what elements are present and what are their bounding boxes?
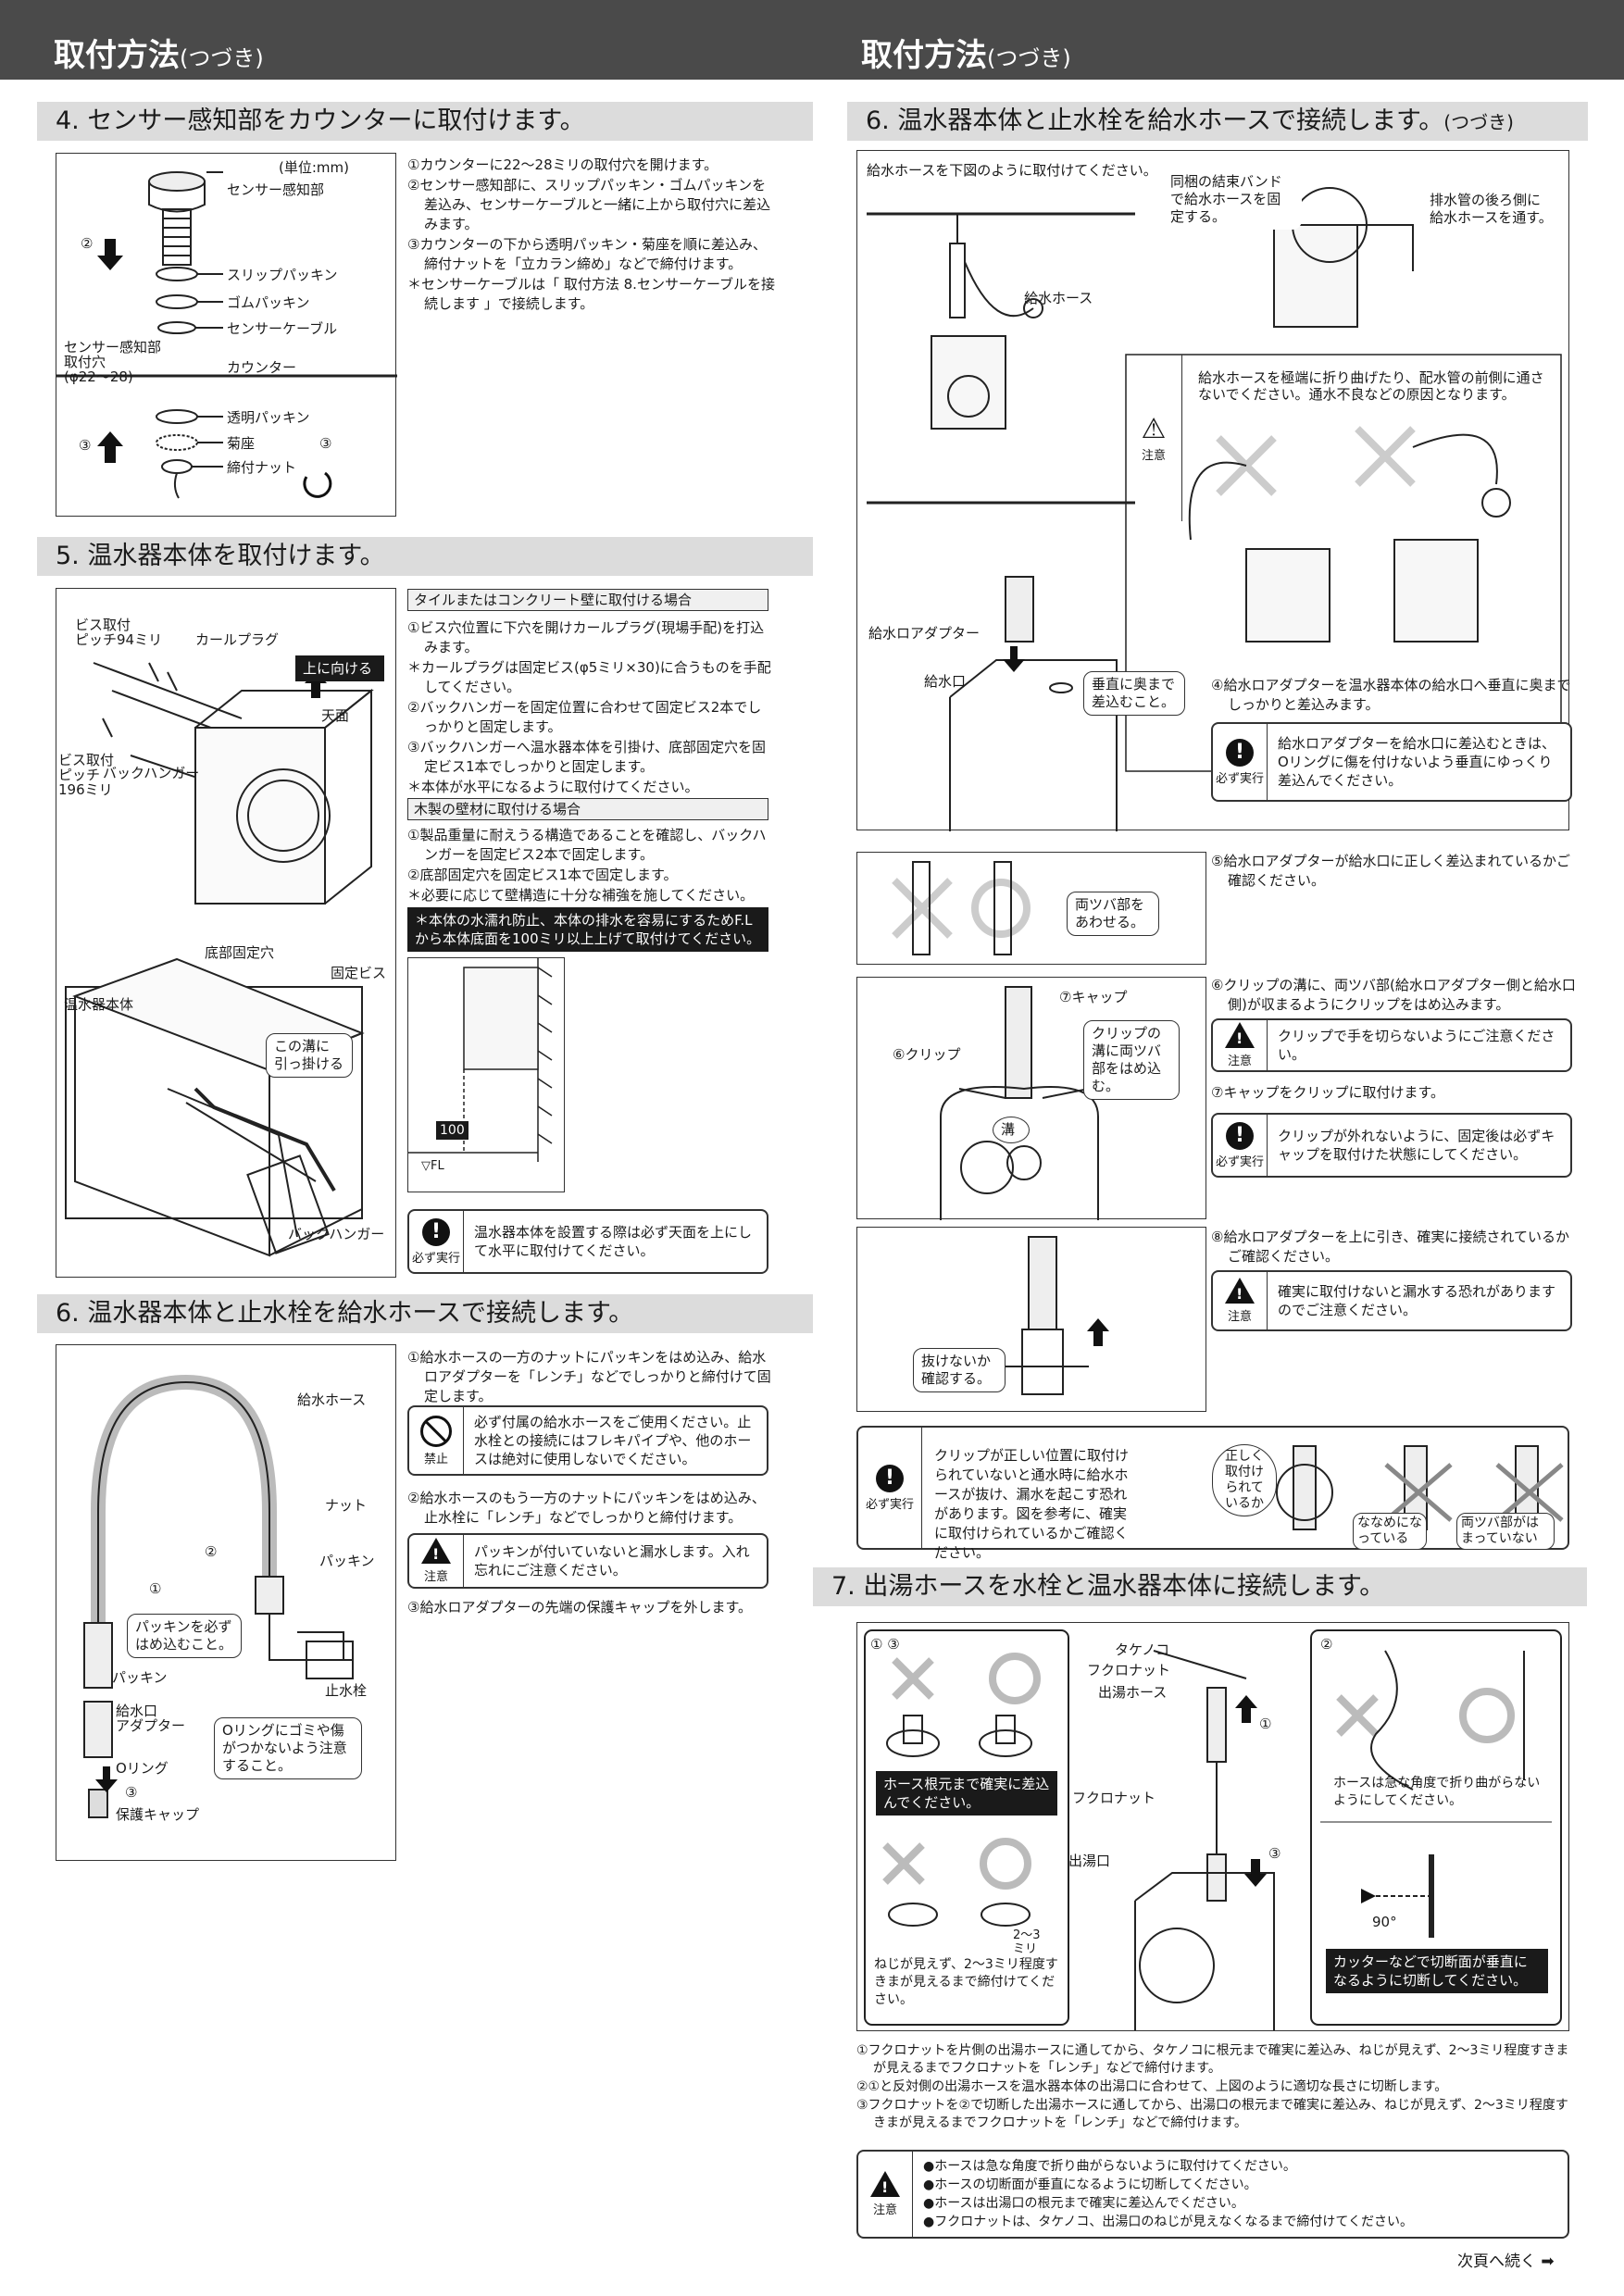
oring-callout: Oリングにゴミや傷がつかないよう注意すること。 — [214, 1717, 362, 1779]
hose-step-3: ③給水ロアダプターの先端の保護キャップを外します。 — [407, 1599, 752, 1616]
groove-mark: 溝 — [993, 1117, 1030, 1143]
section-6-continued-title: 6. 温水器本体と止水栓を給水ホースで接続します。(つづき) — [847, 102, 1588, 141]
must-level-note: !必ず実行 温水器本体を設置する際は必ず天面を上にして水平に取付けてください。 — [407, 1209, 768, 1274]
gap-note: ねじが見えず、2〜3ミリ程度すきまが見えるまで締付けてください。 — [874, 1957, 1058, 2007]
groove-callout: この溝に引っ掛ける — [266, 1033, 353, 1078]
ng-flange-label: 両ツバ部がはまっていない — [1456, 1513, 1555, 1550]
ok-bubble: 正しく取付けられているか — [1212, 1444, 1277, 1516]
clip-step-6: ⑥クリップの溝に、両ツバ部(給水ロアダプター側と給水口側)が収まるようにクリップ… — [1211, 977, 1576, 1013]
leak-caution-note: 注意 確実に取付けないと漏水する恐れがありますのでご注意ください。 — [1211, 1270, 1572, 1331]
hose-routing-figure: 給水ホースを下図のように取付けてください。 給水ホース 同梱の結束バンドで給水ホ… — [856, 150, 1569, 831]
must-oring-note: !必ず実行 給水ロアダプターを給水口に差込むときは、Oリングに傷を付けないよう垂… — [1211, 722, 1572, 802]
clip-position-must-note: !必ず実行 クリップが正しい位置に取付けられていないと通水時に給水ホースが抜け、… — [856, 1426, 1569, 1561]
section-6-title: 6. 温水器本体と止水栓を給水ホースで接続します。 — [37, 1294, 813, 1333]
left-page-title: 取付方法(つづき) — [54, 37, 264, 74]
bend-note: ホースは急な角度で折り曲がらないようにしてください。 — [1333, 1776, 1541, 1808]
tile-wall-steps: ①ビス穴位置に下穴を開けカールプラグ(現場手配)を打込みます。 ＊カールプラグは… — [407, 619, 771, 795]
ban-note: 禁止 必ず付属の給水ホースをご使用ください。止水栓との接続にはフレキパイプや、他… — [407, 1405, 768, 1476]
hose-routing-drawing — [867, 187, 1562, 831]
packing-required-callout: パッキンを必ずはめ込むこと。 — [127, 1614, 242, 1658]
tile-wall-header: タイルまたはコンクリート壁に取付ける場合 — [407, 589, 768, 611]
cut-note: カッターなどで切断面が垂直になるように切断してください。 — [1326, 1949, 1548, 1993]
packing-caution-note: 注意 パッキンが付いていないと漏水します。入れ忘れにご注意ください。 — [407, 1533, 768, 1589]
wood-wall-header: 木製の壁材に取付ける場合 — [407, 798, 768, 820]
pull-check-callout: 抜けないか確認する。 — [913, 1348, 1006, 1392]
adapter-step-4: ④給水ロアダプターを温水器本体の給水口へ垂直に奥までしっかりと差込みます。 — [1211, 677, 1571, 713]
next-page-indicator: 次頁へ続く ➡ — [1457, 2252, 1555, 2271]
hose-step-1: ①給水ホースの一方のナットにパッキンをはめ込み、給水ロアダプターを「レンチ」など… — [407, 1349, 771, 1404]
drain-note: 排水管の後ろ側に給水ホースを通す。 — [1422, 188, 1561, 231]
section-5-title: 5. 温水器本体を取付けます。 — [37, 537, 813, 576]
section-7-steps: ①フクロナットを片側の出湯ホースに通してから、タケノコに根元まで確実に差込み、ね… — [856, 2043, 1569, 2130]
up-direction-tag: 上に向ける — [295, 655, 384, 681]
supply-hose-drawing — [83, 1374, 354, 1818]
clip-groove-callout: クリップの溝に両ツバ部をはめ込む。 — [1083, 1020, 1180, 1100]
flange-callout: 両ツバ部をあわせる。 — [1067, 892, 1159, 936]
floor-clearance-note: ＊本体の水濡れ防止、本体の排水を容易にするためF.Lから本体底面を100ミリ以上… — [407, 907, 768, 952]
section-4-title: 4. センサー感知部をカウンターに取付けます。 — [37, 102, 813, 141]
section-4-steps: ①カウンターに22〜28ミリの取付穴を開けます。 ②センサー感知部に、スリップパ… — [407, 156, 776, 312]
pull-step-8: ⑧給水ロアダプターを上に引き、確実に接続されているかご確認ください。 — [1211, 1229, 1569, 1265]
clip-drawing — [940, 986, 1099, 1220]
heater-mount-drawing — [65, 662, 374, 1257]
vertical-insert-callout: 垂直に奥まで差込むこと。 — [1083, 671, 1185, 716]
heater-mount-figure: ビス取付 ピッチ94ミリ カールプラグ 上に向ける 天面 ビス取付 ピッチ 19… — [56, 588, 396, 1278]
flange-figure: 両ツバ部をあわせる。 — [856, 852, 1206, 965]
ng-diagonal-label: ななめになっている — [1353, 1513, 1427, 1550]
section-7-title: 7. 出湯ホースを水栓と温水器本体に接続します。 — [813, 1567, 1587, 1606]
section-7-caution-note: 注意 ●ホースは急な角度で折り曲がらないように取付けてください。 ●ホースの切断… — [856, 2150, 1569, 2239]
floor-clearance-figure: 100 ▽FL — [407, 957, 565, 1192]
clip-caution-note: 注意 クリップで手を切らないようにご注意ください。 — [1211, 1018, 1572, 1072]
right-page-title: 取付方法(つづき) — [861, 37, 1071, 74]
must-cap-note: !必ず実行 クリップが外れないように、固定後は必ずキャップを取付けた状態にしてく… — [1211, 1113, 1572, 1178]
supply-hose-figure: 給水ホース ナット ② パッキン ① パッキンを必ずはめ込むこと。 パッキン 止… — [56, 1344, 396, 1861]
pull-check-drawing — [996, 1236, 1109, 1395]
outlet-hose-figure: ① ③ ホース根元まで確実に差込んでください。 2〜3ミリ ねじが見えず、2〜3… — [856, 1622, 1569, 2031]
adapter-step-5: ⑤給水ロアダプターが給水口に正しく差込まれているかご確認ください。 — [1211, 853, 1570, 889]
wood-wall-steps: ①製品重量に耐えうる構造であることを確認し、バックハンガーを固定ビス2本で固定し… — [407, 827, 767, 904]
routing-caution-icon: ⚠注意 — [1126, 355, 1182, 521]
sensor-drawing — [56, 171, 397, 499]
hose-step-2: ②給水ホースのもう一方のナットにパッキンをはめ込み、止水栓に「レンチ」などでしっ… — [407, 1490, 766, 1526]
flange-drawing — [892, 861, 1031, 955]
root-insert-note: ホース根元まで確実に差込んでください。 — [876, 1771, 1057, 1816]
header-bar — [0, 0, 1624, 80]
clip-figure: ⑦キャップ ⑥クリップ クリップの溝に両ツバ部をはめ込む。 溝 — [856, 977, 1206, 1220]
band-note: 同梱の結束バンドで給水ホースを固定する。 — [1163, 169, 1302, 230]
pull-check-figure: 抜けないか確認する。 — [856, 1227, 1206, 1412]
cap-step-7: ⑦キャップをクリップに取付けます。 — [1211, 1084, 1444, 1101]
outlet-hose-drawing — [864, 1629, 1562, 2030]
sensor-figure: (単位:mm) センサー感知部 ② スリップパッキン ゴムパッキン センサーケー… — [56, 153, 397, 517]
floor-clearance-drawing — [408, 958, 553, 1162]
